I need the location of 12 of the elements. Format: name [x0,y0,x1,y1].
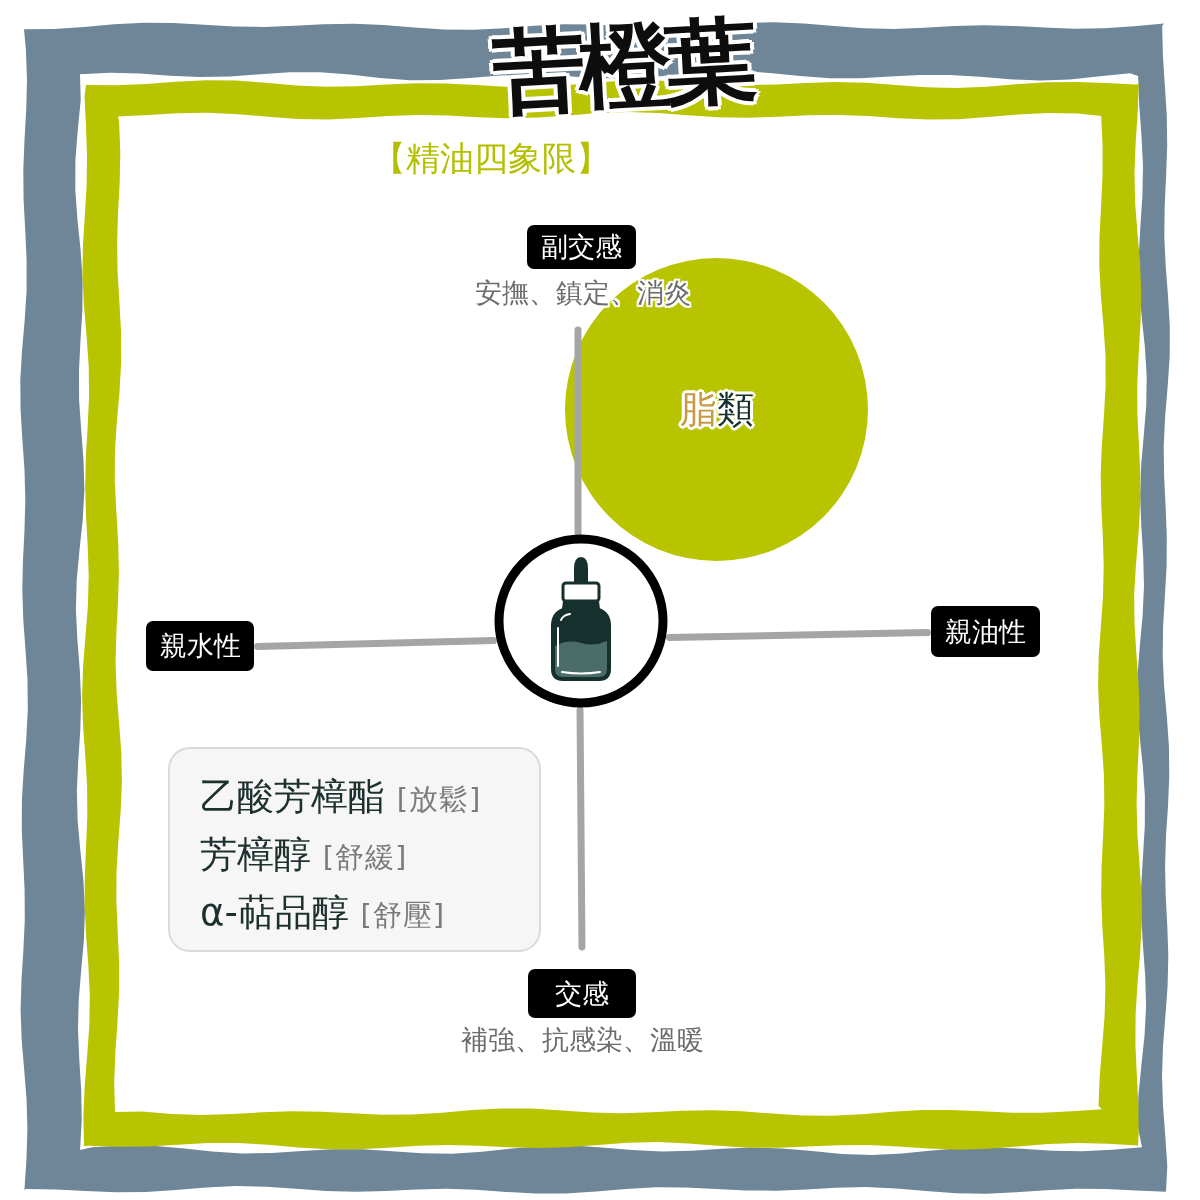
effect-text: 補強、抗感染、溫暖 [460,1024,704,1057]
subtitle-text: 【精油四象限】 [372,138,610,179]
info-card [168,747,541,952]
circle-label: 脂類 [679,386,754,433]
axis-label: 親油性 [931,606,1040,657]
axis-label: 親水性 [146,621,254,671]
compound-text: α-萜品醇 [舒壓] [200,890,446,936]
effect-text: 安撫、鎮定、消炎 [475,277,691,310]
axis-label: 副交感 [527,225,636,269]
compound-text: 乙酸芳樟酯 [放鬆] [200,774,482,820]
axis-label: 交感 [528,969,636,1018]
compound-text: 芳樟醇 [舒緩] [200,832,408,878]
